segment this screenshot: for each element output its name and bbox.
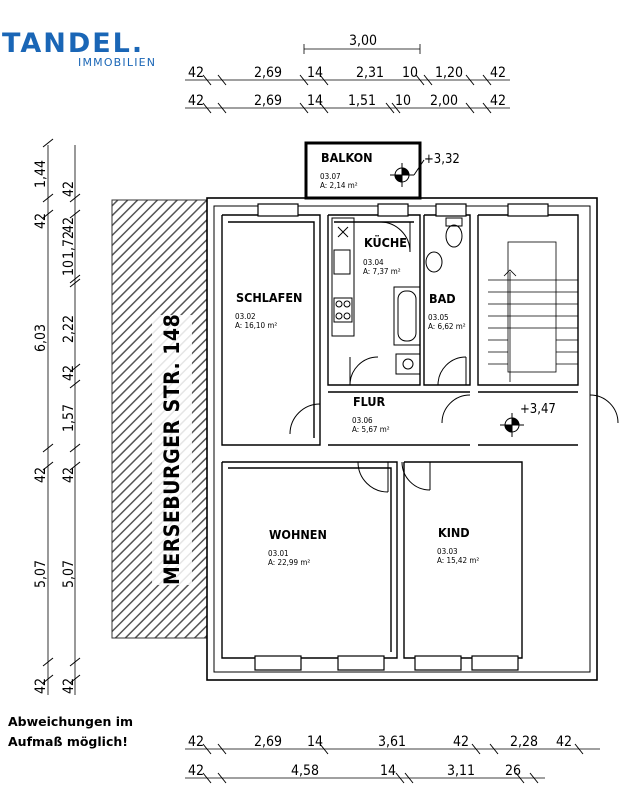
dim-bot1-6: 42 (556, 734, 572, 750)
dim-bot1-2: 14 (307, 734, 323, 750)
dim-top2-2: 14 (307, 93, 323, 109)
dim-left-outer-2: 6,03 (33, 324, 49, 352)
brand-name: TANDEL. (2, 28, 145, 59)
balkon-outline (304, 141, 422, 200)
schlafen-area: A: 16,10 m² (235, 321, 277, 330)
dim-top1-2: 14 (307, 65, 323, 81)
balkon-area: A: 2,14 m² (320, 181, 358, 190)
windows (254, 203, 549, 671)
dim-left-inner-1: 42 (61, 217, 77, 233)
schlafen-number: 03.02 (235, 312, 256, 321)
dim-left-outer-5: 42 (33, 678, 49, 694)
street-label: MERSEBURGER STR. 148 (160, 314, 184, 585)
wohnen-name: WOHNEN (269, 527, 327, 542)
dim-bot1-0: 42 (188, 734, 204, 750)
bathroom-fixtures (393, 217, 463, 375)
wohnen-area: A: 22,99 m² (268, 558, 310, 567)
dim-left-outer-3: 42 (33, 467, 49, 483)
dim-left-inner-7: 42 (61, 467, 77, 483)
dim-left-inner-5: 42 (61, 365, 77, 381)
dim-top1-0: 42 (188, 65, 204, 81)
kind-number: 03.03 (437, 547, 458, 556)
dim-left-inner-0: 42 (61, 181, 77, 197)
dim-top1-5: 1,20 (435, 65, 463, 81)
balkon-name: BALKON (321, 150, 373, 165)
dim-top2-6: 42 (490, 93, 506, 109)
kueche-name: KÜCHE (364, 235, 407, 250)
bad-area: A: 6,62 m² (428, 322, 466, 331)
dim-top1-1: 2,69 (254, 65, 282, 81)
exterior-walls (206, 197, 598, 681)
dim-bot1-5: 2,28 (510, 734, 538, 750)
dim-left-inner-3: 10 (61, 260, 77, 276)
dim-top2-3: 1,51 (348, 93, 376, 109)
dim-bot1-3: 3,61 (378, 734, 406, 750)
disclaimer-line-1: Abweichungen im (8, 714, 134, 729)
balkon-level: +3,32 (424, 152, 460, 167)
bad-name: BAD (429, 291, 456, 306)
dim-bot2-4: 26 (505, 763, 521, 779)
dim-bot2-3: 3,11 (447, 763, 475, 779)
dim-bot1-1: 2,69 (254, 734, 282, 750)
dim-left-outer-0: 1,44 (33, 160, 49, 188)
dim-top2-5: 2,00 (430, 93, 458, 109)
staircase (488, 241, 578, 382)
kitchen-fixtures (331, 217, 355, 337)
dim-left-inner-4: 2,22 (61, 315, 77, 343)
balkon-number: 03.07 (320, 172, 341, 181)
disclaimer-line-2: Aufmaß möglich! (8, 734, 128, 749)
dim-left-inner-2: 1,72 (61, 231, 77, 259)
dim-top1-4: 10 (402, 65, 418, 81)
wohnen-number: 03.01 (268, 549, 289, 558)
dim-top1-3: 2,31 (356, 65, 384, 81)
street-label-box (152, 315, 192, 585)
dim-bot2-1: 4,58 (291, 763, 319, 779)
dimension-ticks (42, 74, 584, 784)
doors (289, 221, 619, 493)
interior-walls (221, 214, 579, 659)
kueche-area: A: 7,37 m² (363, 267, 401, 276)
dim-left-inner-9: 42 (61, 678, 77, 694)
dim-top1-6: 42 (490, 65, 506, 81)
dim-left-outer-1: 42 (33, 213, 49, 229)
kind-area: A: 15,42 m² (437, 556, 479, 565)
dimension-lines (47, 44, 600, 779)
dim-bot2-2: 14 (380, 763, 396, 779)
brand-tagline: IMMOBILIEN (78, 56, 157, 69)
disclaimer-note: Abweichungen im Aufmaß möglich! (8, 712, 158, 752)
dim-left-outer-4: 5,07 (33, 560, 49, 588)
flur-area: A: 5,67 m² (352, 425, 390, 434)
schlafen-name: SCHLAFEN (236, 290, 302, 305)
dim-left-inner-8: 5,07 (61, 560, 77, 588)
dim-top2-1: 2,69 (254, 93, 282, 109)
level-markers (390, 159, 524, 437)
brand-logo: TANDEL. IMMOBILIEN (2, 28, 155, 70)
stair-level: +3,47 (520, 402, 556, 417)
kueche-number: 03.04 (363, 258, 384, 267)
bad-number: 03.05 (428, 313, 449, 322)
dim-bot1-4: 42 (453, 734, 469, 750)
dim-bot2-0: 42 (188, 763, 204, 779)
dim-top-overall: 3,00 (349, 33, 377, 49)
dim-top2-4: 10 (395, 93, 411, 109)
dim-top2-0: 42 (188, 93, 204, 109)
kind-name: KIND (438, 525, 470, 540)
dim-left-inner-6: 1,57 (61, 404, 77, 432)
flur-number: 03.06 (352, 416, 373, 425)
flur-name: FLUR (353, 394, 386, 409)
